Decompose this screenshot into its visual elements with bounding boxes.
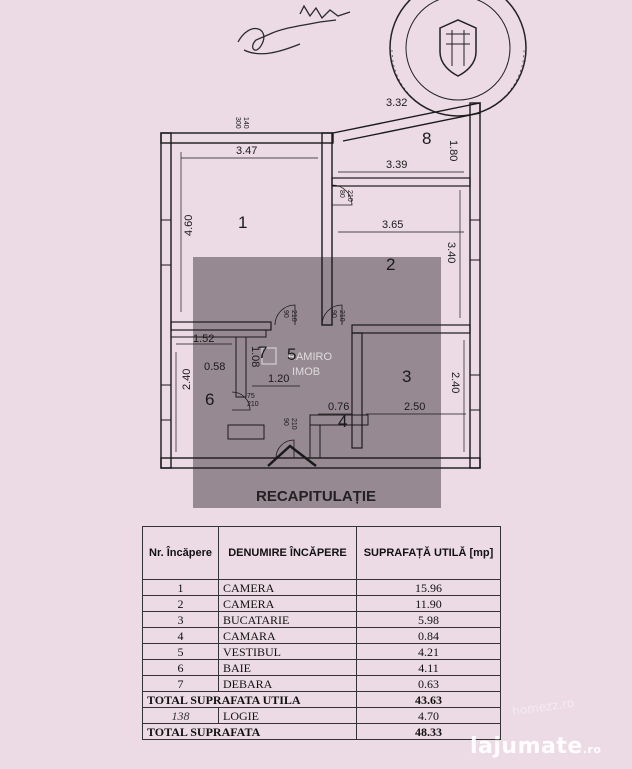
row-name: CAMERA — [218, 579, 357, 596]
row-nr: 5 — [142, 643, 219, 660]
dim-room2-height: 3.40 — [445, 242, 457, 263]
agency-overlay — [193, 257, 441, 508]
total-row: TOTAL SUPRAFATA 48.33 — [142, 723, 501, 740]
total-util-label: TOTAL SUPRAFATA UTILA — [142, 691, 357, 708]
loggia-name: LOGIE — [218, 707, 357, 724]
dim-left-height: 2.40 — [181, 369, 193, 390]
row-nr: 3 — [142, 611, 219, 628]
loggia-row: 138 LOGIE 4.70 — [142, 707, 501, 724]
dim-room6-top: 1.52 — [193, 333, 214, 345]
dim-room7-height: 1.08 — [249, 346, 261, 367]
watermark-lajumate: lajumate.ro — [470, 734, 601, 759]
total-label: TOTAL SUPRAFATA — [142, 723, 357, 740]
row-area: 4.11 — [356, 659, 501, 676]
dimension-lines — [175, 152, 466, 452]
room-label-6: 6 — [205, 390, 214, 409]
agency-logo-line2: IMOB — [292, 366, 320, 378]
total-util-value: 43.63 — [356, 691, 501, 708]
row-area: 0.63 — [356, 675, 501, 692]
dim-room2-mid: 3.65 — [382, 219, 403, 231]
door-label-3a: 90 — [330, 310, 337, 318]
dim-loggia-top: 3.32 — [386, 97, 407, 109]
room-label-2: 2 — [386, 255, 395, 274]
loggia-nr: 138 — [142, 707, 219, 724]
watermark-brand: lajumate — [470, 734, 583, 759]
recap-title: RECAPITULAȚIE — [256, 488, 376, 505]
room-label-5: 5 — [287, 345, 296, 364]
row-name: CAMERA — [218, 595, 357, 612]
dim-room7-width: 0.58 — [204, 361, 225, 373]
row-name: VESTIBUL — [218, 643, 357, 660]
room-label-8: 8 — [422, 129, 431, 148]
room-label-7: 7 — [258, 343, 267, 362]
room-label-3: 3 — [402, 367, 411, 386]
recap-header-row: Nr. Încăpere DENUMIRE ÎNCĂPERE SUPRAFAȚĂ… — [142, 526, 501, 580]
header-name: DENUMIRE ÎNCĂPERE — [218, 526, 357, 580]
watermark-suffix: .ro — [582, 743, 602, 756]
row-area: 5.98 — [356, 611, 501, 628]
row-name: BAIE — [218, 659, 357, 676]
row-name: DEBARA — [218, 675, 357, 692]
door-label-2b: 210 — [290, 310, 297, 322]
dim-loggia-height: 1.80 — [447, 140, 459, 161]
row-area: 15.96 — [356, 579, 501, 596]
door-label-1a: 80 — [338, 190, 345, 198]
header-nr: Nr. Încăpere — [142, 526, 219, 580]
total-value: 48.33 — [356, 723, 501, 740]
dim-hall-width: 1.20 — [268, 373, 289, 385]
row-nr: 6 — [142, 659, 219, 676]
row-nr: 4 — [142, 627, 219, 644]
dim-top-room1: 3.47 — [236, 145, 257, 157]
door-label-5a: 90 — [282, 418, 289, 426]
row-nr: 1 — [142, 579, 219, 596]
dim-right-height: 2.40 — [449, 372, 461, 393]
dim-room3-width: 2.50 — [404, 401, 425, 413]
room-label-1: 1 — [238, 213, 247, 232]
agency-logo-line1: RAMIRO — [288, 351, 332, 363]
dim-window-top: 300 — [234, 117, 241, 129]
row-area: 11.90 — [356, 595, 501, 612]
cadastre-stamp — [389, 0, 527, 117]
door-swings — [231, 184, 353, 459]
dim-room4-width: 0.76 — [328, 401, 349, 413]
room-label-4: 4 — [338, 412, 347, 431]
row-nr: 2 — [142, 595, 219, 612]
dim-room2-top: 3.39 — [386, 159, 407, 171]
recap-table: Nr. Încăpere DENUMIRE ÎNCĂPERE SUPRAFAȚĂ… — [142, 526, 501, 740]
row-name: CAMARA — [218, 627, 357, 644]
loggia-area: 4.70 — [356, 707, 501, 724]
door-label-3b: 210 — [338, 310, 345, 322]
door-label-1b: 210 — [346, 190, 353, 202]
door-label-4a: 75 — [247, 393, 255, 400]
entrance-arrow — [267, 444, 317, 467]
row-area: 0.84 — [356, 627, 501, 644]
row-area: 4.21 — [356, 643, 501, 660]
walls — [160, 102, 481, 469]
dim-window-top-sub: 140 — [242, 117, 249, 129]
door-label-5b: 210 — [290, 418, 297, 430]
row-nr: 7 — [142, 675, 219, 692]
header-area: SUPRAFAȚĂ UTILĂ [mp] — [356, 526, 501, 580]
agency-logo: RAMIRO IMOB — [261, 347, 332, 378]
total-util-row: TOTAL SUPRAFATA UTILA 43.63 — [142, 691, 501, 708]
row-name: BUCATARIE — [218, 611, 357, 628]
signature — [237, 4, 351, 55]
dim-room1-height: 4.60 — [183, 215, 195, 236]
door-label-2a: 90 — [282, 310, 289, 318]
door-label-4b: 210 — [247, 401, 259, 408]
